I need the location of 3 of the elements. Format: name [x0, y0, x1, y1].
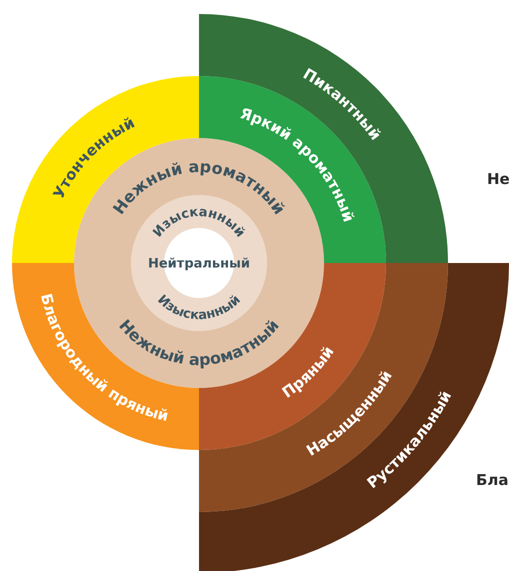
side-label: Не — [487, 170, 509, 188]
segment-label: Нейтральный — [148, 256, 250, 272]
side-label: Бла — [476, 471, 509, 489]
